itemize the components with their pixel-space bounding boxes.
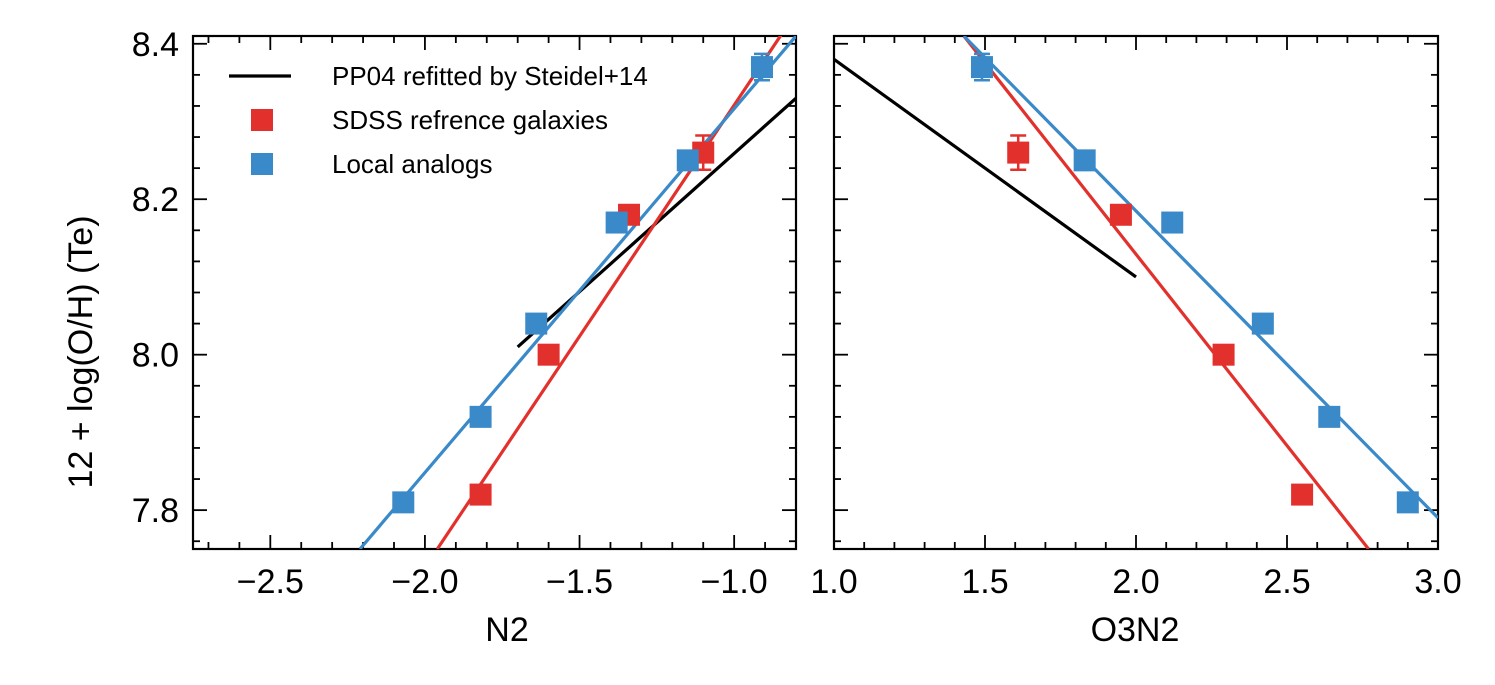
local-data-point	[392, 491, 415, 514]
sdss-fit-line	[435, 36, 783, 549]
y-axis-label: 12 + log(O/H) (Te)	[62, 215, 100, 488]
sdss-data-point	[469, 483, 492, 506]
local-data-point	[1318, 405, 1341, 428]
x-tick-label: 2.0	[1112, 563, 1159, 601]
local-data-point	[750, 56, 773, 79]
local-data-point	[469, 405, 492, 428]
x-tick-label: 1.5	[961, 563, 1008, 601]
x-tick-label: −1.5	[546, 563, 613, 601]
n2-x-axis-label: N2	[485, 611, 528, 649]
y-tick-label: 7.8	[132, 492, 179, 530]
local-data-point	[1396, 491, 1419, 514]
legend-label: PP04 refitted by Steidel+14	[332, 61, 648, 91]
x-tick-label: 3.0	[1414, 563, 1461, 601]
o3n2-panel: 1.0 1.5 2.0 2.5 3.0	[810, 34, 1462, 601]
y-tick-label: 8.4	[132, 26, 179, 64]
local-data-point	[1251, 312, 1274, 335]
legend-square-swatch	[251, 153, 273, 175]
local-data-point	[1161, 211, 1184, 234]
sdss-data-point	[1212, 343, 1235, 366]
local-fit-line	[358, 36, 796, 549]
y-tick-label: 8.2	[132, 181, 179, 219]
x-tick-label: −1.0	[701, 563, 768, 601]
sdss-fit-line	[962, 36, 1370, 549]
pp04-fit-line	[834, 58, 1137, 279]
sdss-data-point	[1007, 141, 1030, 164]
sdss-data-point	[1291, 483, 1314, 506]
legend-square-swatch	[251, 109, 273, 131]
local-data-point	[525, 312, 548, 335]
x-tick-label: 2.5	[1263, 563, 1310, 601]
legend-label: SDSS refrence galaxies	[332, 105, 608, 135]
x-tick-label: −2.5	[237, 563, 304, 601]
local-data-point	[605, 211, 628, 234]
plot-frame	[832, 34, 1440, 551]
o3n2-x-axis-label: O3N2	[1091, 611, 1180, 649]
local-data-point	[676, 149, 699, 172]
local-fit-line	[962, 36, 1438, 520]
y-tick-label: 8.0	[132, 337, 179, 375]
sdss-data-point	[537, 343, 560, 366]
local-data-point	[1073, 149, 1096, 172]
sdss-data-point	[1109, 203, 1132, 226]
x-tick-label: −2.0	[391, 563, 458, 601]
x-tick-label: 1.0	[810, 563, 857, 601]
legend-label: Local analogs	[332, 149, 492, 179]
local-data-point	[970, 56, 993, 79]
